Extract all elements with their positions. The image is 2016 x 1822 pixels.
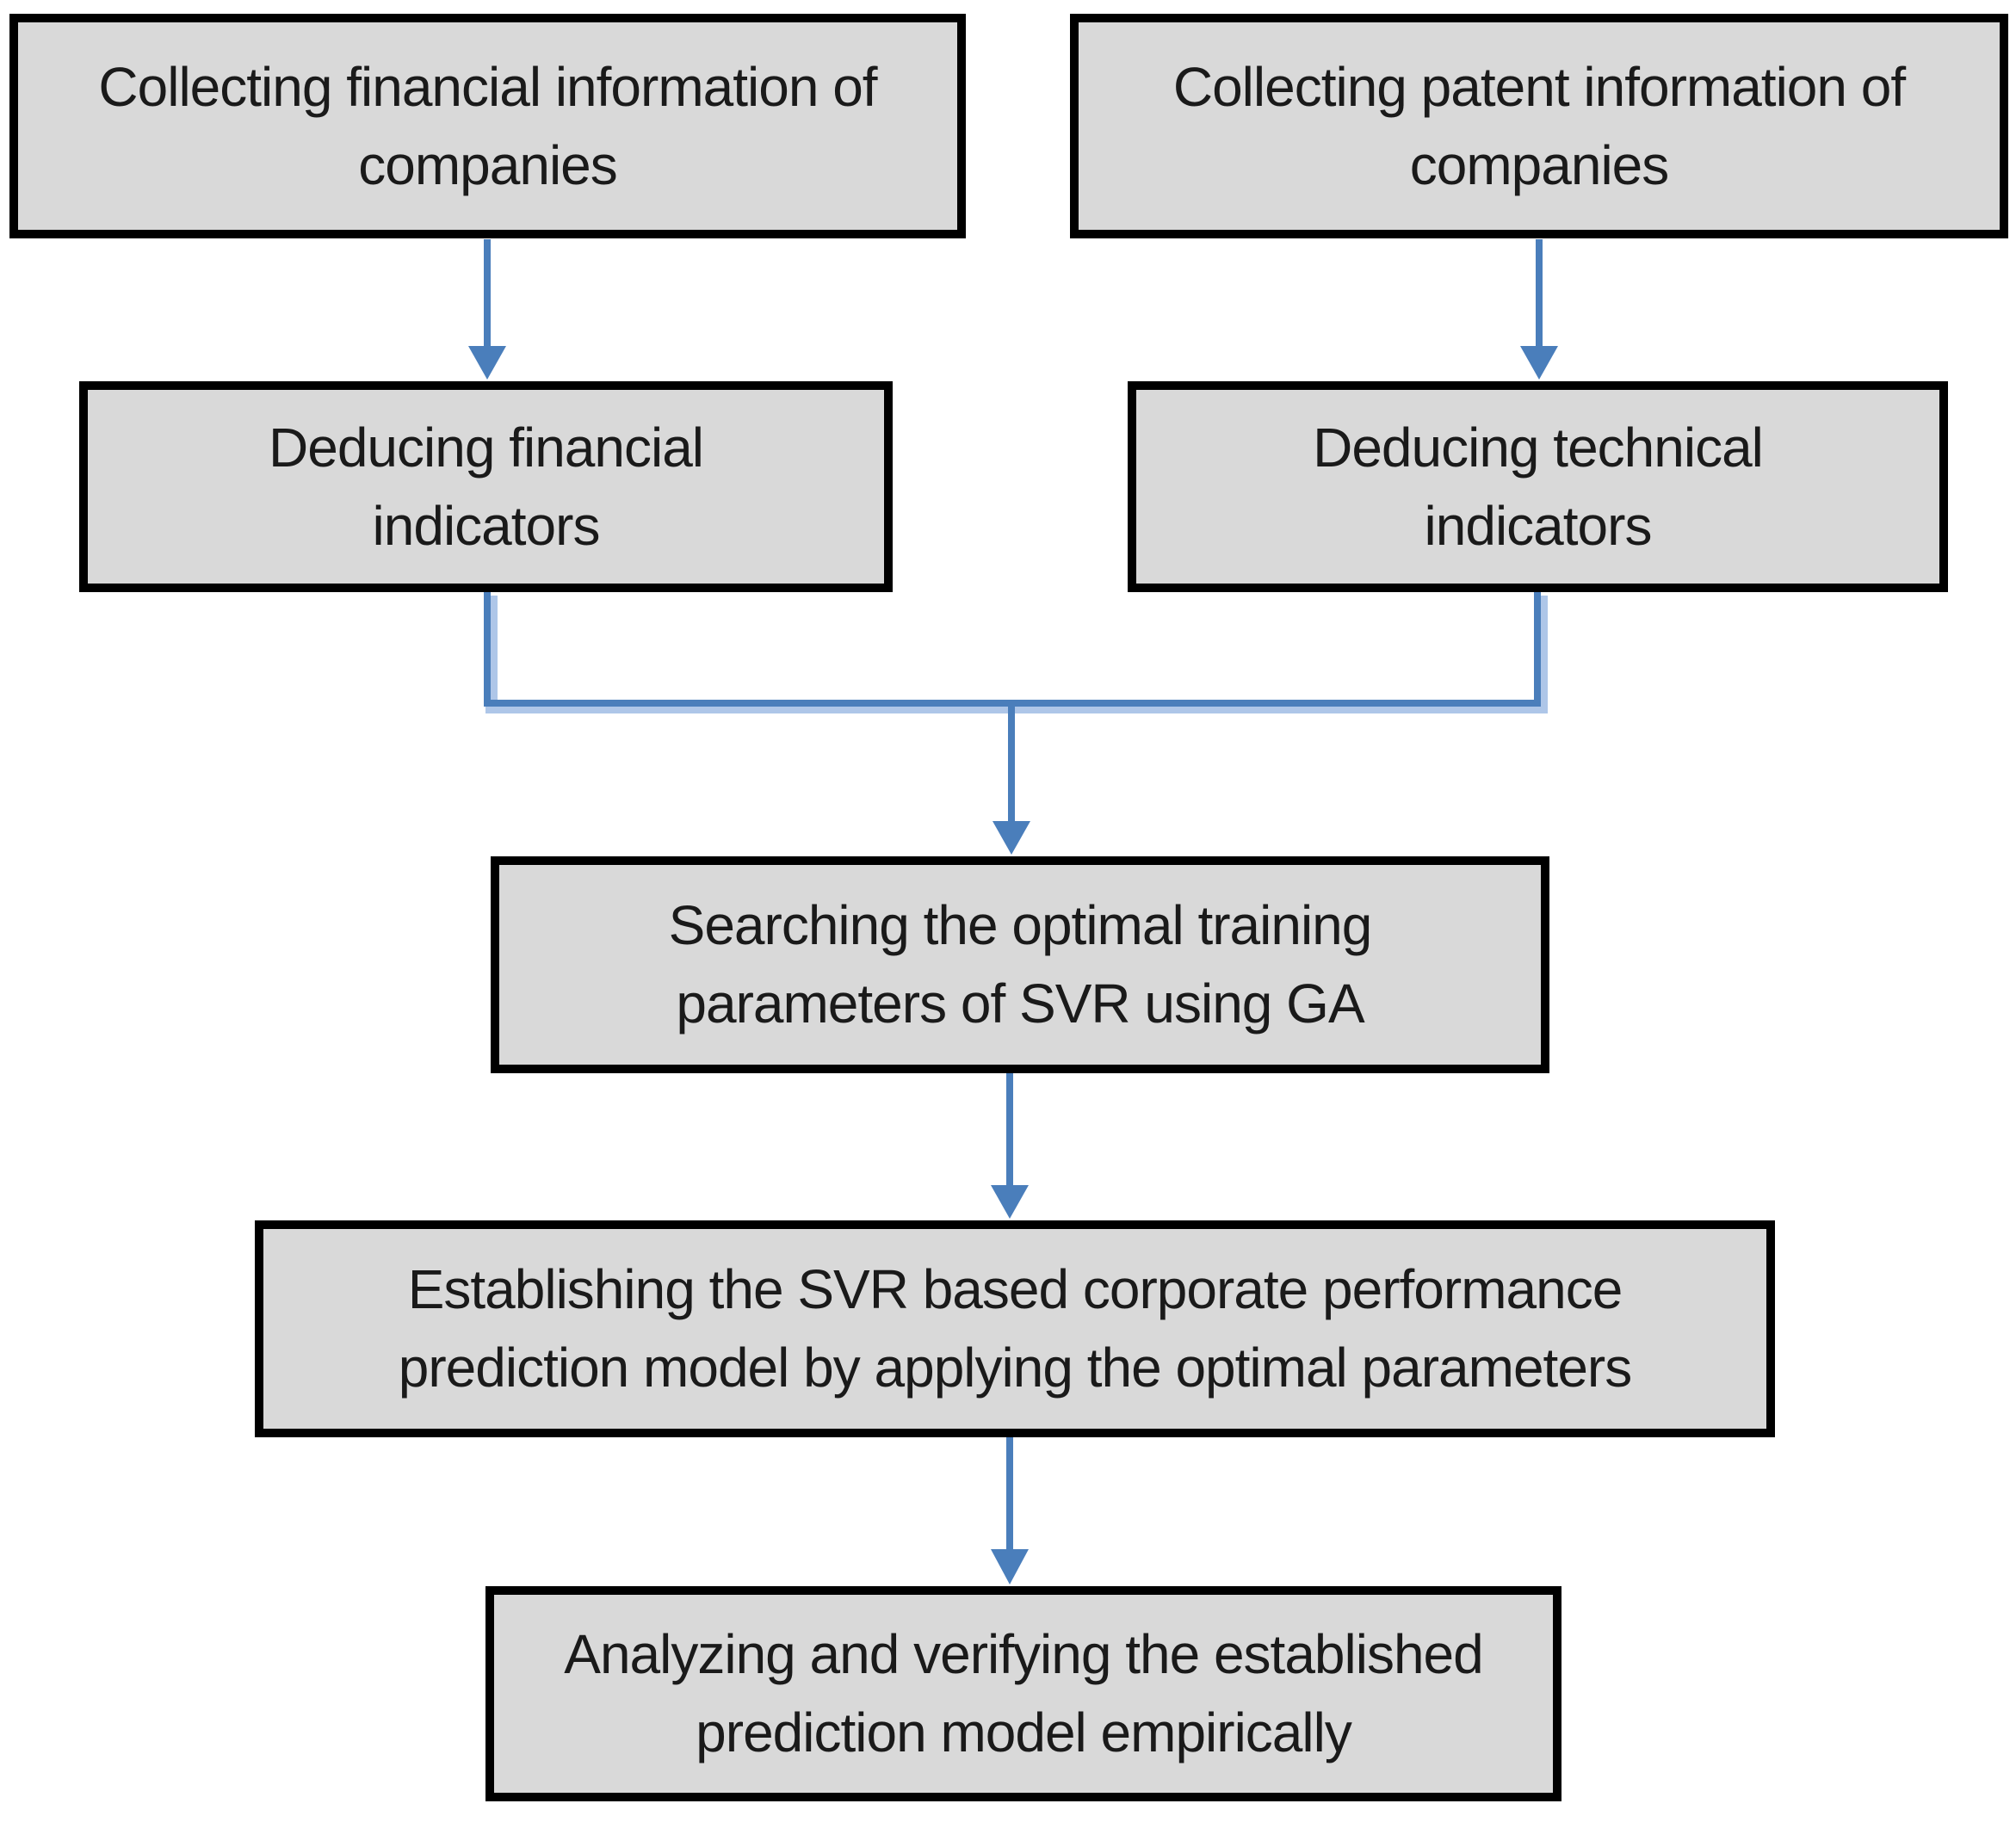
step-analyze-verify: Analyzing and verifying the established … bbox=[485, 1586, 1561, 1801]
step-label-line: Searching the optimal training bbox=[668, 894, 1373, 957]
arrow-collect-patent-to-deduce-technical bbox=[1520, 239, 1558, 380]
step-deduce-technical: Deducing technical indicators bbox=[1128, 381, 1948, 592]
step-label-line: Deducing technical bbox=[1313, 416, 1764, 479]
connector-merge-indicators bbox=[484, 591, 1548, 713]
step-label-line: Deducing financial bbox=[269, 416, 704, 479]
step-label-line: indicators bbox=[372, 494, 601, 557]
step-label-line: companies bbox=[1409, 133, 1669, 196]
step-label-line: Establishing the SVR based corporate per… bbox=[407, 1258, 1623, 1321]
step-label-line: prediction model by applying the optimal… bbox=[398, 1337, 1632, 1399]
arrow-search-to-establish bbox=[991, 1073, 1029, 1219]
step-label-line: Collecting patent information of bbox=[1172, 55, 1906, 118]
arrow-merge-to-search bbox=[993, 703, 1030, 855]
step-label-line: Collecting financial information of bbox=[98, 55, 877, 118]
step-label-line: parameters of SVR using GA bbox=[676, 973, 1364, 1035]
arrow-collect-financial-to-deduce-financial bbox=[468, 239, 506, 380]
step-collect-financial: Collecting financial information of comp… bbox=[9, 14, 966, 238]
step-label-line: Analyzing and verifying the established bbox=[564, 1623, 1483, 1686]
step-search-svr-ga: Searching the optimal training parameter… bbox=[491, 856, 1549, 1073]
arrow-establish-to-analyze bbox=[991, 1437, 1029, 1584]
step-label-line: indicators bbox=[1424, 494, 1653, 557]
step-establish-model: Establishing the SVR based corporate per… bbox=[255, 1220, 1775, 1437]
step-label-line: companies bbox=[358, 133, 617, 196]
step-collect-patent: Collecting patent information of compani… bbox=[1070, 14, 2008, 238]
step-label-line: prediction model empirically bbox=[696, 1702, 1352, 1763]
step-deduce-financial: Deducing financial indicators bbox=[79, 381, 893, 592]
